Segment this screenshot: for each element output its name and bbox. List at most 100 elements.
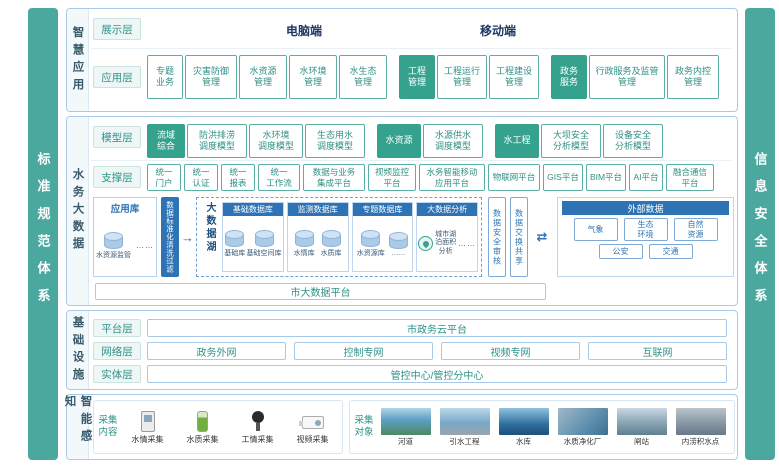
analysis-icon: [418, 236, 434, 251]
model-box: 水环境 调度模型: [249, 124, 303, 158]
lake-group-monitoring: 监测数据库 水情库 水质库: [286, 202, 349, 272]
collection-item: 视频采集: [286, 409, 339, 445]
video-camera-icon: [298, 416, 324, 429]
model-layer-label: 模型层: [93, 126, 141, 148]
app-box: 灾害防御 管理: [185, 55, 237, 99]
section-smart-application: 智慧应用 展示层 电脑端 移动端 应用层 专题 业务 灾害防御 管理 水资源 管…: [66, 8, 738, 112]
security-system-label: 信息安全体系: [752, 152, 768, 316]
model-box: 生态用水 调度模型: [305, 124, 365, 158]
object-item: 水库: [495, 407, 552, 447]
object-item: 引水工程: [436, 407, 493, 447]
network-boxes-row: 政务外网 控制专网 视频专网 互联网: [147, 342, 727, 360]
section-title-water-big-data: 水务大数据: [67, 117, 89, 305]
security-system-bar: 信息安全体系: [745, 8, 775, 460]
city-bigdata-platform-bar: 市大数据平台: [95, 283, 546, 300]
network-box: 控制专网: [294, 342, 433, 360]
app-box: 行政服务及监管 管理: [589, 55, 665, 99]
object-item: 内涝积水点: [672, 407, 729, 447]
app-box: 水生态 管理: [339, 55, 387, 99]
divider-line: [91, 48, 731, 49]
network-box: 互联网: [588, 342, 727, 360]
object-label: 内涝积水点: [681, 436, 720, 446]
collection-item: 水质采集: [176, 409, 229, 445]
collection-content-panel: 采集内容 水情采集 水质采集 工情采集 视频采集: [93, 400, 343, 454]
engineering-sensor-icon: [251, 411, 264, 432]
model-box: 防洪排涝 调度模型: [187, 124, 247, 158]
lake-title: 大数据湖: [204, 202, 215, 254]
app-box: 政务内控 管理: [667, 55, 719, 99]
support-layer-label: 支撑层: [93, 166, 141, 188]
cylinder-label: ……: [391, 249, 406, 257]
external-data-item: 交通: [648, 244, 693, 259]
model-box: 设备安全 分析模型: [603, 124, 663, 158]
external-data-item: 公安: [598, 244, 643, 259]
application-layer-label: 应用层: [93, 66, 141, 88]
lake-group-basic: 基础数据库 基础库 基础空间库: [222, 202, 284, 272]
lake-group-header: 专题数据库: [352, 203, 413, 216]
lake-group-header: 监测数据库: [287, 203, 348, 216]
db-cylinder-icon: [321, 230, 341, 247]
object-item: 闸站: [613, 407, 670, 447]
object-label: 水质净化厂: [563, 436, 602, 446]
object-label: 河道: [398, 436, 413, 446]
store-body: 水资源监管 ……: [96, 215, 154, 276]
collection-item-label: 视频采集: [296, 435, 329, 444]
divider-line: [91, 160, 731, 161]
object-thumbnail-river: [380, 407, 431, 435]
external-data-header: 外部数据: [562, 201, 729, 215]
flow-arrow-icon: →: [181, 229, 194, 245]
cylinder-label: 水资源监管: [96, 252, 131, 259]
section-infrastructure: 基础设施 平台层 市政务云平台 网络层 政务外网 控制专网 视频专网 互联网 实…: [66, 310, 738, 390]
collection-item-label: 水质采集: [186, 435, 219, 444]
object-label: 水库: [516, 436, 531, 446]
gov-cloud-platform-bar: 市政务云平台: [147, 319, 727, 337]
support-platform-box: 视频监控 平台: [368, 164, 416, 191]
section-title-infrastructure: 基础设施: [67, 311, 89, 389]
support-platform-box: 物联网平台: [488, 164, 540, 191]
store-title: 应用库: [110, 204, 140, 215]
db-cylinder-icon: [104, 232, 123, 249]
object-label: 引水工程: [449, 436, 480, 446]
store-cylinder: 水资源监管: [96, 231, 131, 260]
app-box: 工程建设 管理: [489, 55, 539, 99]
support-platform-box: 统一 认证: [184, 164, 218, 191]
network-layer-label: 网络层: [93, 342, 141, 360]
external-data-item: 自然 资源: [673, 218, 718, 241]
object-thumbnail-waterlogging-point: [675, 407, 726, 435]
standards-system-label: 标准规范体系: [35, 152, 51, 316]
water-quality-sensor-icon: [197, 411, 208, 432]
object-thumbnail-reservoir: [498, 407, 549, 435]
support-platform-box: 统一 报表: [221, 164, 255, 191]
network-box: 政务外网: [147, 342, 286, 360]
collection-objects-label: 采集对象: [354, 415, 374, 438]
model-boxes-row: 流域 综合 防洪排涝 调度模型 水环境 调度模型 生态用水 调度模型 水资源 水…: [147, 124, 733, 158]
db-cylinder-icon: [389, 231, 408, 249]
lake-group-analysis: 大数据分析 城市湖泊面积分析 ……: [416, 202, 478, 272]
app-group-head: 工程 管理: [399, 55, 435, 99]
object-thumbnail-diversion: [439, 407, 490, 435]
data-filter-bar: 数据标准化清洗过滤: [161, 197, 179, 277]
cylinder-label: 水资源库: [356, 250, 385, 257]
external-data-row: 公安 交通: [598, 244, 693, 259]
analysis-label: 城市湖泊面积分析: [435, 230, 457, 255]
section-title-smart-application: 智慧应用: [67, 9, 89, 111]
support-platform-box: 融合通信 平台: [666, 164, 714, 191]
model-group-head: 流域 综合: [147, 124, 185, 158]
water-level-sensor-icon: [140, 411, 155, 432]
lake-group-header: 基础数据库: [223, 203, 283, 216]
collection-content-label: 采集内容: [98, 415, 118, 438]
support-platform-box: 统一 工作流: [258, 164, 300, 191]
control-center-bar: 管控中心/管控分中心: [147, 365, 727, 383]
ellipsis-text: ……: [136, 241, 154, 250]
external-data-row: 气象 生态 环境 自然 资源: [573, 218, 718, 241]
app-box: 水资源 管理: [239, 55, 287, 99]
object-label: 闸站: [634, 436, 649, 446]
collection-item: 水情采集: [121, 409, 174, 445]
cylinder-label: 水质库: [320, 250, 342, 257]
lake-group-body: 基础库 基础空间库: [223, 216, 283, 271]
object-thumbnail-sluice: [616, 407, 667, 435]
mobile-terminal-title: 移动端: [479, 24, 516, 38]
lake-group-body: 水资源库 ……: [353, 216, 413, 271]
support-boxes-row: 统一 门户 统一 认证 统一 报表 统一 工作流 数据与业务 集成平台 视频监控…: [147, 164, 733, 191]
app-group-head: 政务 服务: [551, 55, 587, 99]
